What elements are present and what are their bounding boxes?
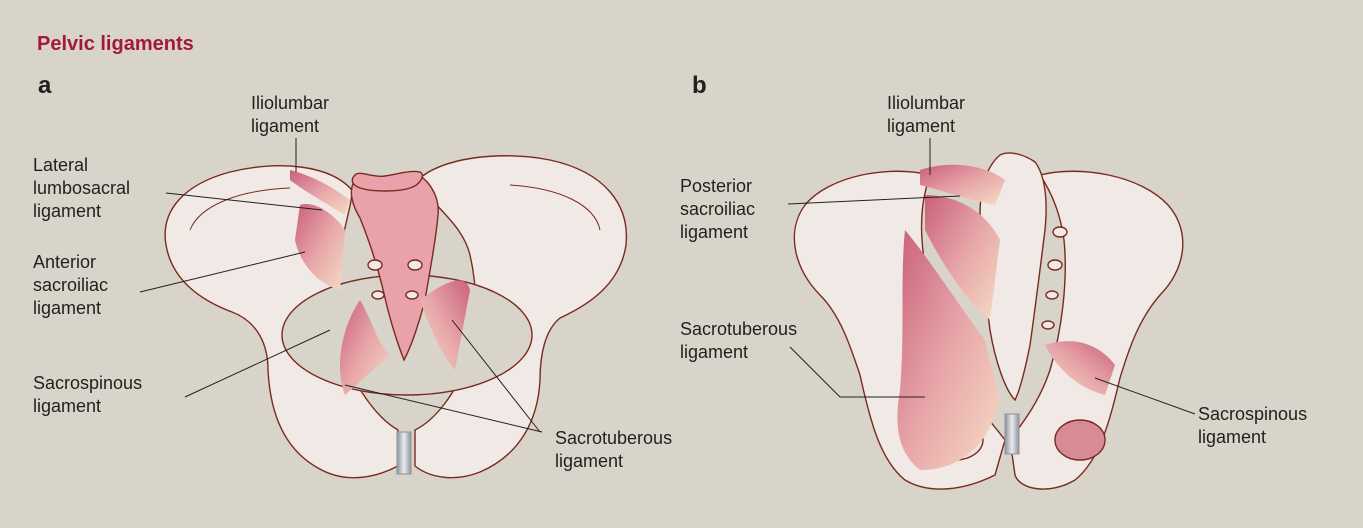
l5-vertebra	[352, 171, 422, 191]
label-a-anterior-sacroiliac-ligament: Anterior sacroiliac ligament	[33, 251, 108, 320]
label-b-sacrotuberous-ligament: Sacrotuberous ligament	[680, 318, 797, 364]
label-a-sacrospinous-ligament: Sacrospinous ligament	[33, 372, 142, 418]
panel-b-letter: b	[692, 72, 707, 100]
pelvis-posterior	[794, 153, 1182, 489]
panel-a-letter: a	[38, 72, 51, 100]
label-b-sacrospinous-ligament: Sacrospinous ligament	[1198, 403, 1307, 449]
label-a-lateral-lumbosacral-ligament: Lateral lumbosacral ligament	[33, 154, 130, 223]
label-a-iliolumbar-ligament: Iliolumbar ligament	[251, 92, 329, 138]
label-b-posterior-sacroiliac-ligament: Posterior sacroiliac ligament	[680, 175, 755, 244]
pubic-symphysis-posterior	[1005, 414, 1019, 454]
label-a-sacrotuberous-ligament: Sacrotuberous ligament	[555, 427, 672, 473]
label-b-iliolumbar-ligament: Iliolumbar ligament	[887, 92, 965, 138]
figure-title: Pelvic ligaments	[37, 33, 194, 56]
pubic-symphysis	[397, 432, 411, 474]
